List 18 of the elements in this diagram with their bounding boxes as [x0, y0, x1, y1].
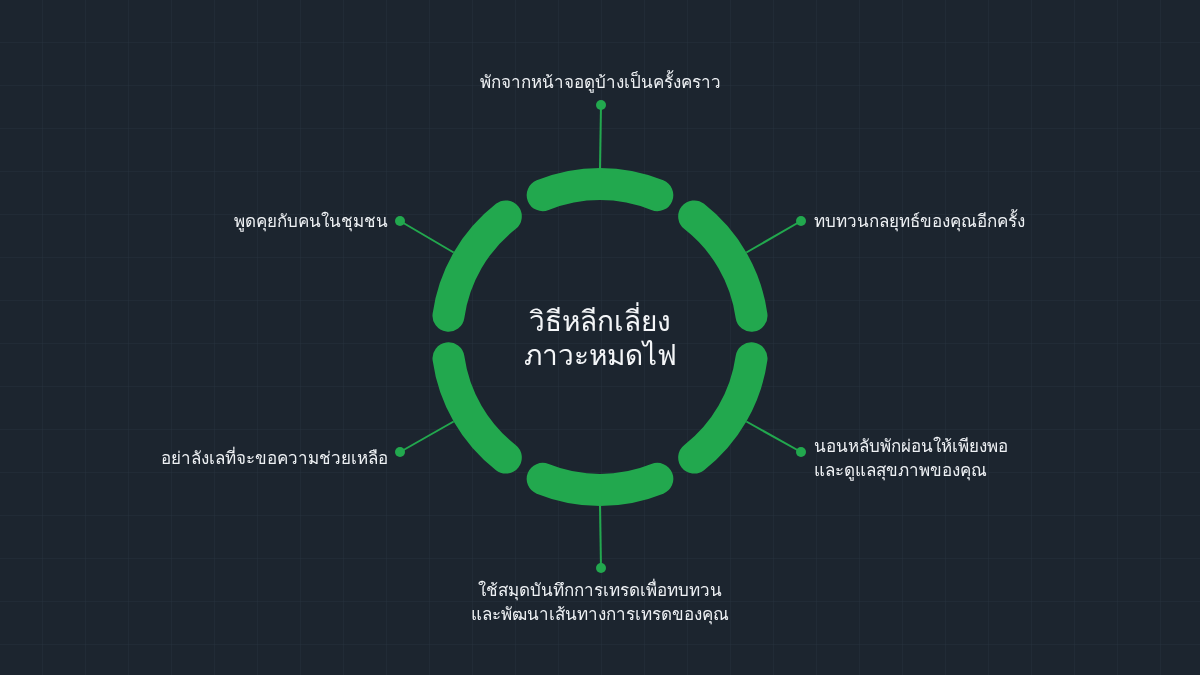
ring-segment — [432, 200, 522, 332]
callout-text: ใช้สมุดบันทึกการเทรดเพื่อทบทวน และพัฒนาเส้นทางการเทรดของคุณ — [470, 578, 730, 626]
ring-segment — [526, 168, 674, 212]
ring-segment — [678, 200, 768, 332]
ring-segment — [432, 342, 522, 474]
callout-text: นอนหลับพักผ่อนให้เพียงพอ และดูแลสุขภาพของคุณ — [814, 434, 1024, 482]
callout-text: ทบทวนกลยุทธ์ของคุณอีกครั้ง — [814, 209, 1025, 233]
ring-segment — [526, 462, 674, 506]
ring-segment — [678, 342, 768, 474]
leader-line — [596, 100, 606, 169]
callout-text: พักจากหน้าจอดูบ้างเป็นครั้งคราว — [479, 70, 721, 94]
leader-line — [596, 505, 606, 573]
leader-line — [745, 216, 806, 254]
callout-text: พูดคุยกับคนในชุมชน — [234, 209, 388, 233]
leader-line — [395, 216, 455, 254]
leader-line — [395, 420, 455, 457]
leader-line — [745, 420, 806, 457]
callout-text: อย่าลังเลที่จะขอความช่วยเหลือ — [161, 446, 388, 470]
